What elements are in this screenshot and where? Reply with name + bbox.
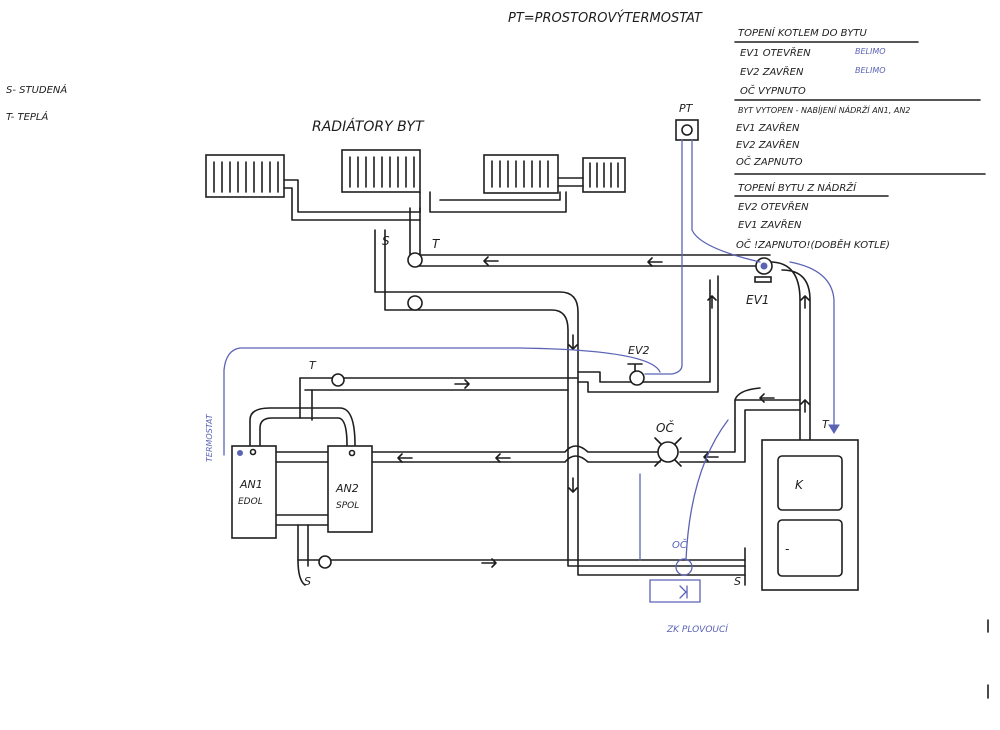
arrow-mid-1: [397, 453, 413, 463]
arrow-bottom: [481, 558, 497, 568]
ev2-valve: [627, 363, 645, 386]
s-boiler-label: S: [734, 575, 741, 588]
s-riser-label: S: [382, 234, 390, 248]
oc-low-label: OČ: [672, 538, 687, 551]
mode-2-line-2: EV2 ZAVŘEN: [736, 138, 800, 151]
tank-an1-line1: AN1: [239, 478, 263, 491]
radiator-2: [341, 149, 421, 193]
arrow-boiler-return: [759, 393, 775, 403]
mode-2-title: BYT VYTOPEN - NABÍJENÍ NÁDRŽÍ AN1, AN2: [738, 104, 910, 115]
pipework: [239, 177, 811, 586]
arrow-supply-2: [647, 257, 663, 267]
arrow-tank-top: [454, 379, 470, 389]
radiator-3: [483, 154, 559, 194]
radiators-label: RADIÁTORY BYT: [312, 118, 425, 135]
t-boiler-label: T: [822, 418, 830, 431]
arrow-riser-down-1: [568, 334, 578, 350]
tank-an2-line1: AN2: [335, 482, 359, 495]
valve-tank-bottom: [318, 555, 332, 569]
radiator-1: [205, 154, 285, 198]
mode-1-line-1-note: BELIMO: [855, 47, 886, 56]
valve-tank-top: [331, 373, 345, 387]
mode-table: TOPENÍ KOTLEM DO BYTU EV1 OTEVŘEN BELIMO…: [734, 26, 986, 251]
termostat-label: TERMOSTAT: [205, 413, 214, 462]
arrow-ev2-up: [707, 295, 717, 309]
mode-1-line-3: OČ VYPNUTO: [740, 84, 806, 97]
boiler-dash-label: -: [785, 542, 789, 556]
pump-riser-top: [407, 252, 423, 268]
boiler: [761, 439, 859, 591]
mode-1-title: TOPENÍ KOTLEM DO BYTU: [738, 26, 868, 39]
oc-main-label: OČ: [656, 420, 674, 435]
mode-2-line-3: OČ ZAPNUTO: [736, 155, 803, 168]
t-tank-label: T: [309, 359, 317, 372]
s-tank-label: S: [304, 575, 311, 588]
arrow-boiler-up-2: [800, 399, 810, 413]
mode-1-line-2: EV2 ZAVŘEN: [740, 65, 804, 78]
arrow-supply-1: [483, 256, 499, 266]
radiator-4: [582, 157, 626, 193]
ev1-label: EV1: [746, 293, 769, 307]
tank-an2-line2: SPOL: [336, 501, 359, 511]
pump-riser-bottom: [407, 295, 423, 311]
t-riser-label: T: [432, 237, 441, 251]
legend-cold: S- STUDENÁ: [6, 83, 67, 96]
pt-label: PT: [679, 102, 694, 115]
mode-1-line-2-note: BELIMO: [855, 66, 886, 75]
mode-2-line-1: EV1 ZAVŘEN: [736, 121, 800, 134]
tank-an2: [327, 445, 373, 533]
control-wiring: [223, 139, 840, 603]
legend-warm: T- TEPLÁ: [6, 110, 48, 123]
mode-3-line-1: EV2 OTEVŘEN: [738, 200, 809, 213]
mode-3-line-3: OČ !ZAPNUTO!(DOBĚH KOTLE): [736, 238, 890, 251]
boiler-k-label: K: [795, 478, 804, 492]
mode-3-title: TOPENÍ BYTU Z NÁDRŽÍ: [738, 181, 857, 194]
room-thermostat-pt: [675, 119, 699, 141]
tank-an1-line2: EDOL: [238, 497, 263, 507]
arrow-riser-down-2: [568, 477, 578, 493]
flow-arrows: [397, 256, 810, 568]
arrow-boiler-up-1: [800, 295, 810, 309]
ev2-label: EV2: [628, 344, 649, 357]
zk-label: ZK PLOVOUCÍ: [666, 623, 729, 635]
mode-1-line-1: EV1 OTEVŘEN: [740, 46, 811, 59]
arrow-mid-2: [495, 453, 511, 463]
oc-pump-main: [654, 437, 682, 467]
tank-an1: [231, 445, 277, 539]
pt-legend: PT=PROSTOROVÝTERMOSTAT: [508, 10, 703, 26]
mode-3-line-2: EV1 ZAVŘEN: [738, 218, 802, 231]
